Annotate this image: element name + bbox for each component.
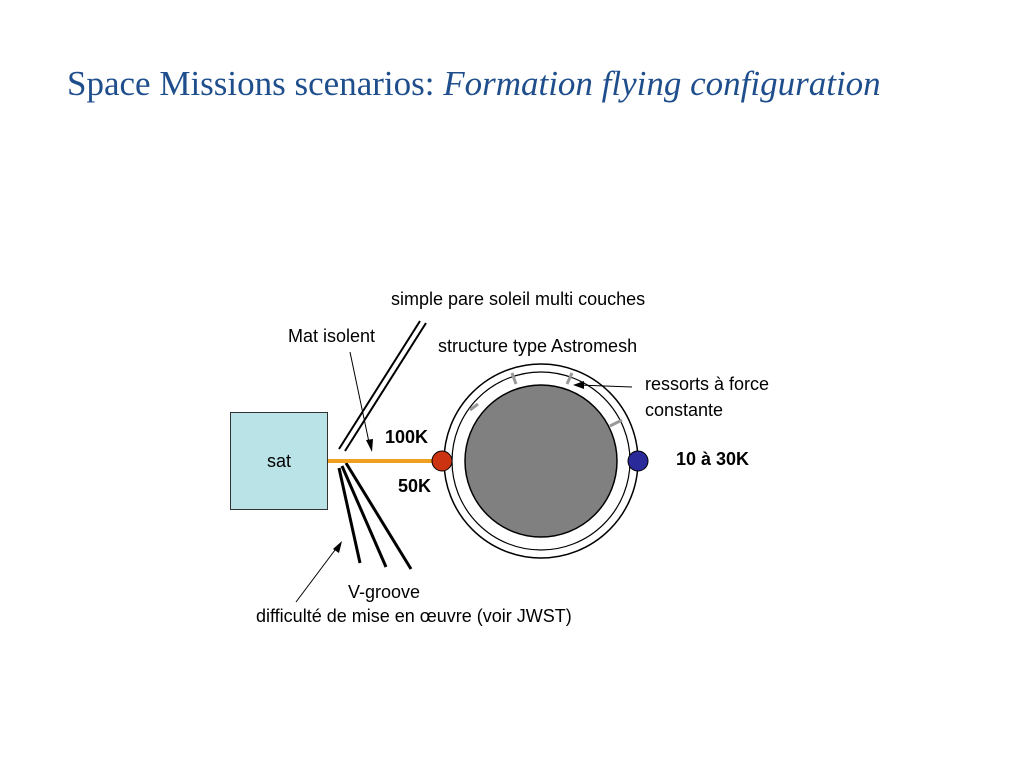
- mat-arrow-head: [366, 439, 373, 452]
- vgroove-line-2: [340, 465, 388, 568]
- title-prefix: Space Missions scenarios:: [67, 64, 444, 103]
- title-emphasis: Formation flying configuration: [443, 64, 881, 103]
- springs-arrow-head: [573, 381, 584, 389]
- temp-50k-label: 50K: [398, 476, 432, 496]
- sunshield-line-a: [338, 320, 421, 450]
- spring-tick-1: [469, 402, 479, 412]
- mat-isolent-label: Mat isolent: [288, 326, 376, 346]
- node-cold-blue: [627, 450, 649, 472]
- vgroove-arrow-head: [333, 541, 342, 553]
- mat-arrow-line: [349, 351, 371, 448]
- springs-label-line1: ressorts à force: [645, 374, 770, 394]
- structure-label: structure type Astromesh: [438, 336, 638, 356]
- springs-arrow-line: [577, 384, 633, 388]
- temp-10-30k-label: 10 à 30K: [676, 449, 750, 469]
- spring-tick-3: [565, 372, 574, 385]
- sunshield-line-b: [344, 322, 427, 452]
- satellite-label: sat: [266, 450, 291, 471]
- vgroove-line-3: [344, 462, 413, 570]
- mirror-disk: [464, 384, 618, 538]
- spring-tick-4: [609, 418, 623, 428]
- page-title: Space Missions scenarios: Formation flyi…: [67, 64, 881, 104]
- vgroove-arrow-line: [295, 545, 339, 603]
- temp-100k-label: 100K: [385, 427, 429, 447]
- node-100k-red: [431, 450, 453, 472]
- spring-tick-2: [510, 372, 518, 385]
- sunshield-label: simple pare soleil multi couches: [391, 289, 646, 309]
- satellite-box: sat: [230, 412, 328, 510]
- vgroove-line-1: [337, 467, 362, 564]
- springs-label-line2: constante: [645, 400, 724, 420]
- vgroove-label: V-groove: [348, 582, 421, 602]
- difficulty-label: difficulté de mise en œuvre (voir JWST): [256, 606, 572, 626]
